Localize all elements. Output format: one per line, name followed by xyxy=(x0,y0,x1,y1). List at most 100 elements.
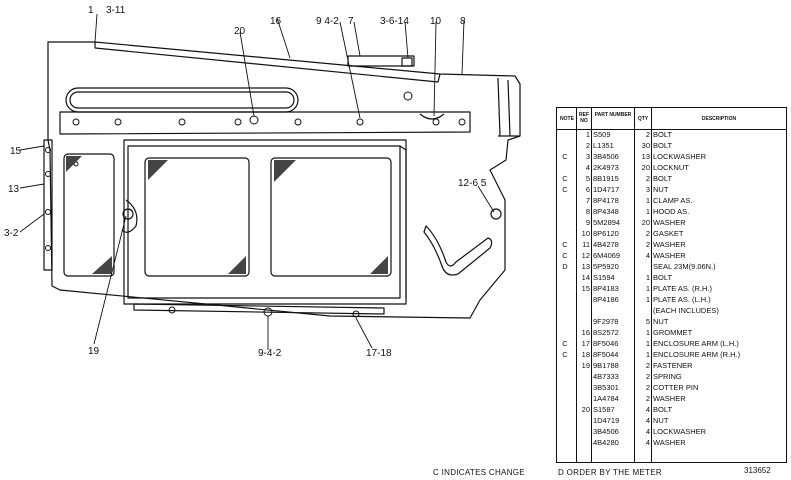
part-number-cell: S1587 xyxy=(593,405,615,414)
center-left-window xyxy=(144,157,250,277)
part-number-cell: 3B4506 xyxy=(593,427,619,436)
part-number-cell: 6M4069 xyxy=(593,251,621,260)
note-cell: C xyxy=(562,185,568,194)
description-cell: WASHER xyxy=(653,218,686,227)
callout-8: 8 xyxy=(460,16,466,27)
description-cell: SPRING xyxy=(653,372,682,381)
note-cell: C xyxy=(562,152,568,161)
ref-no-cell: 11 xyxy=(582,240,590,249)
qty-cell: 2 xyxy=(645,174,650,183)
qty-cell: 1 xyxy=(645,350,650,359)
callout-9-4-2-bottom: 9-4-2 xyxy=(258,348,282,359)
description-cell: LOCKWASHER xyxy=(653,427,707,436)
header-qty: QTY xyxy=(637,116,649,122)
ref-no-cell: 10 xyxy=(581,229,590,238)
note-cell: C xyxy=(562,339,568,348)
figure-number: 313652 xyxy=(744,466,771,475)
hood-assembly-drawing: 1 3-11 16 9 4-2 7 3-6-14 10 8 20 15 13 3… xyxy=(4,5,521,359)
qty-cell: 2 xyxy=(645,130,650,139)
qty-cell: 2 xyxy=(645,240,650,249)
description-cell: NUT xyxy=(653,185,669,194)
callout-3-11: 3-11 xyxy=(106,5,126,16)
callout-9-4-2-top: 9 4-2 xyxy=(316,16,339,27)
callout-3-2: 3-2 xyxy=(4,228,19,239)
description-cell: WASHER xyxy=(653,394,686,403)
change-footnote: C INDICATES CHANGE xyxy=(433,468,525,477)
part-number-cell: 9F2978 xyxy=(593,317,619,326)
part-number-cell: 8P4178 xyxy=(593,196,619,205)
description-cell: BOLT xyxy=(653,174,673,183)
note-cell: C xyxy=(562,350,568,359)
qty-cell: 13 xyxy=(641,152,650,161)
part-number-cell: S1594 xyxy=(593,273,615,282)
part-number-cell: 8P4183 xyxy=(593,284,619,293)
part-number-cell: 2K4973 xyxy=(593,163,619,172)
part-number-cell: 4B4278 xyxy=(593,240,619,249)
description-cell: HOOD AS. xyxy=(653,207,690,216)
ref-no-cell: 7 xyxy=(585,196,590,205)
qty-cell: 1 xyxy=(645,284,650,293)
part-number-cell: S509 xyxy=(593,130,611,139)
qty-cell: 1 xyxy=(645,328,650,337)
callout-3-6-14: 3-6-14 xyxy=(380,16,409,27)
qty-cell: 1 xyxy=(645,196,650,205)
qty-cell: 1 xyxy=(645,273,650,282)
qty-cell: 30 xyxy=(641,141,650,150)
ref-no-cell: 19 xyxy=(581,361,590,370)
qty-cell: 2 xyxy=(645,372,650,381)
ref-no-cell: 5 xyxy=(585,174,590,183)
hood-outline xyxy=(47,41,521,319)
note-cell: C xyxy=(562,251,568,260)
header-description: DESCRIPTION xyxy=(701,116,737,122)
ref-no-cell: 1 xyxy=(585,130,590,139)
qty-cell: 20 xyxy=(641,163,650,172)
callout-12-6-5: 12-6 5 xyxy=(458,178,487,189)
qty-cell: 2 xyxy=(645,383,650,392)
note-cell: D xyxy=(562,262,568,271)
part-number-cell: 8F5046 xyxy=(593,339,619,348)
callout-1: 1 xyxy=(88,5,94,16)
callout-17-18: 17-18 xyxy=(366,348,392,359)
ref-no-cell: 9 xyxy=(585,218,590,227)
description-cell: CLAMP AS. xyxy=(653,196,693,205)
ref-no-cell: 20 xyxy=(581,405,590,414)
description-cell: SEAL 23M(9.06N.) xyxy=(653,262,716,271)
ref-no-cell: 13 xyxy=(581,262,590,271)
ref-no-cell: 4 xyxy=(585,163,590,172)
enclosure-arm xyxy=(423,225,493,276)
qty-cell: 2 xyxy=(645,229,650,238)
qty-cell: 5 xyxy=(645,317,650,326)
ref-no-cell: 2 xyxy=(585,141,590,150)
description-cell: BOLT xyxy=(653,141,673,150)
header-part-number: PART NUMBER xyxy=(594,112,632,118)
header-ref-no: REF NO xyxy=(579,112,589,124)
table-header: NOTE REF NO PART NUMBER QTY DESCRIPTION xyxy=(557,108,786,130)
qty-cell: 1 xyxy=(645,207,650,216)
ref-no-cell: 16 xyxy=(581,328,590,337)
meter-footnote: D ORDER BY THE METER xyxy=(558,468,662,477)
qty-cell: 1 xyxy=(645,295,650,304)
qty-cell: 2 xyxy=(645,394,650,403)
ref-no-cell: 18 xyxy=(581,350,590,359)
part-number-cell: 3B4506 xyxy=(593,152,619,161)
